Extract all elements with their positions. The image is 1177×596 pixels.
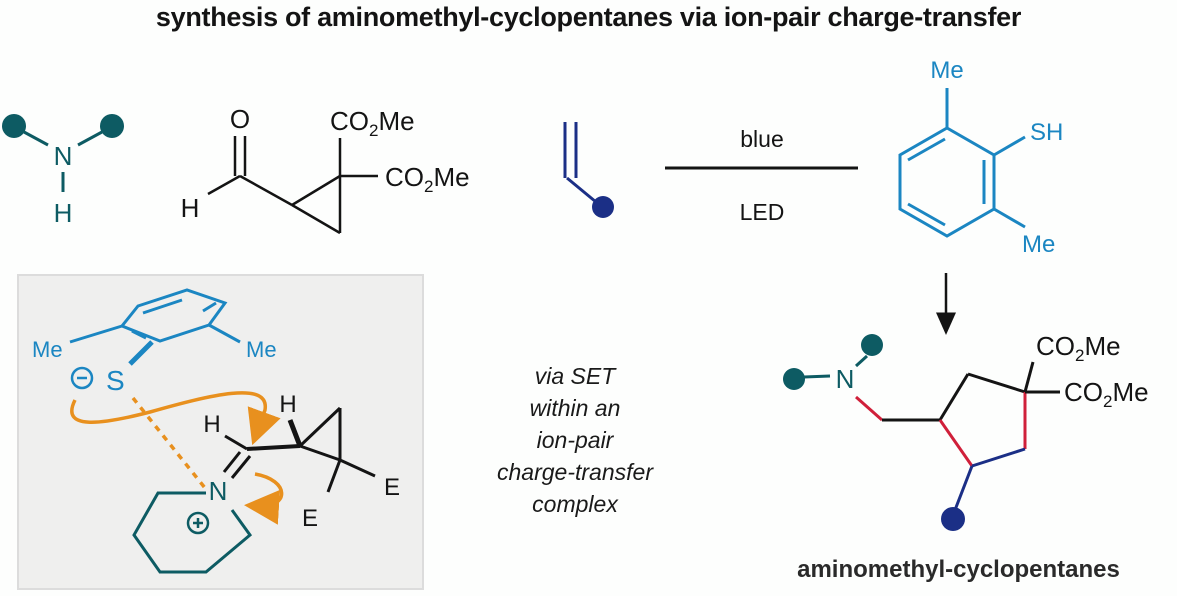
figure-title: synthesis of aminomethyl-cyclopentanes v… (155, 2, 1022, 32)
substituent-dot (783, 368, 805, 390)
substituent-dot (2, 114, 26, 138)
thiol-catalyst: Me SH Me (898, 57, 1063, 258)
caption-line: within an (529, 395, 621, 421)
mech-ester-e2: E (302, 505, 318, 532)
product-name: aminomethyl-cyclopentanes (797, 556, 1120, 583)
catalyst-me-top: Me (930, 57, 963, 84)
substituent-dot (100, 114, 124, 138)
catalyst-sh: SH (1030, 119, 1063, 146)
mech-ester-e1: E (384, 474, 400, 501)
caption-line: ion-pair (536, 427, 614, 453)
caption-line: charge-transfer (497, 459, 653, 485)
bond-shift-arrow (244, 472, 284, 525)
mech-sulfur: S (106, 365, 125, 396)
substituent-dot (861, 334, 883, 356)
aldehyde-h-label: H (181, 193, 200, 223)
mech-h-iminium: H (203, 411, 220, 438)
product-structure: N CO2Me CO2Me (783, 331, 1149, 531)
substituent-dot (941, 507, 965, 531)
condition-blue: blue (740, 126, 783, 152)
amine-h-label: H (54, 198, 73, 228)
alkene-reagent (563, 122, 614, 218)
mech-me-left: Me (32, 337, 63, 362)
mechanism-caption: via SET within an ion-pair charge-transf… (470, 360, 680, 520)
substituent-dot (592, 196, 614, 218)
product-ester-1: CO2Me (1036, 331, 1121, 365)
condition-led: LED (740, 199, 785, 225)
electron-transfer-arrow (70, 391, 281, 446)
positive-charge-icon (186, 511, 210, 535)
catalyst-me-bottom: Me (1022, 231, 1055, 258)
ester-label-1: CO2Me (330, 106, 415, 140)
amine-reagent: N H (2, 114, 124, 228)
caption-line: complex (532, 491, 618, 517)
product-n-label: N (836, 364, 855, 394)
ion-pair-complex: Me Me S H H E E N (32, 288, 400, 574)
mech-me-right: Me (246, 337, 277, 362)
mechanism-panel (17, 274, 424, 590)
ester-label-2: CO2Me (385, 162, 470, 196)
mech-h-cyclopropane: H (279, 391, 296, 418)
negative-charge-icon (70, 366, 94, 390)
oxygen-label: O (230, 104, 250, 134)
mech-nitrogen: N (209, 476, 228, 506)
caption-line: via SET (534, 363, 616, 389)
product-ester-2: CO2Me (1064, 377, 1149, 411)
amine-n-label: N (54, 141, 73, 171)
cyclopropane-reagent: O H CO2Me CO2Me (181, 104, 470, 235)
charge-transfer-interaction (131, 396, 207, 490)
